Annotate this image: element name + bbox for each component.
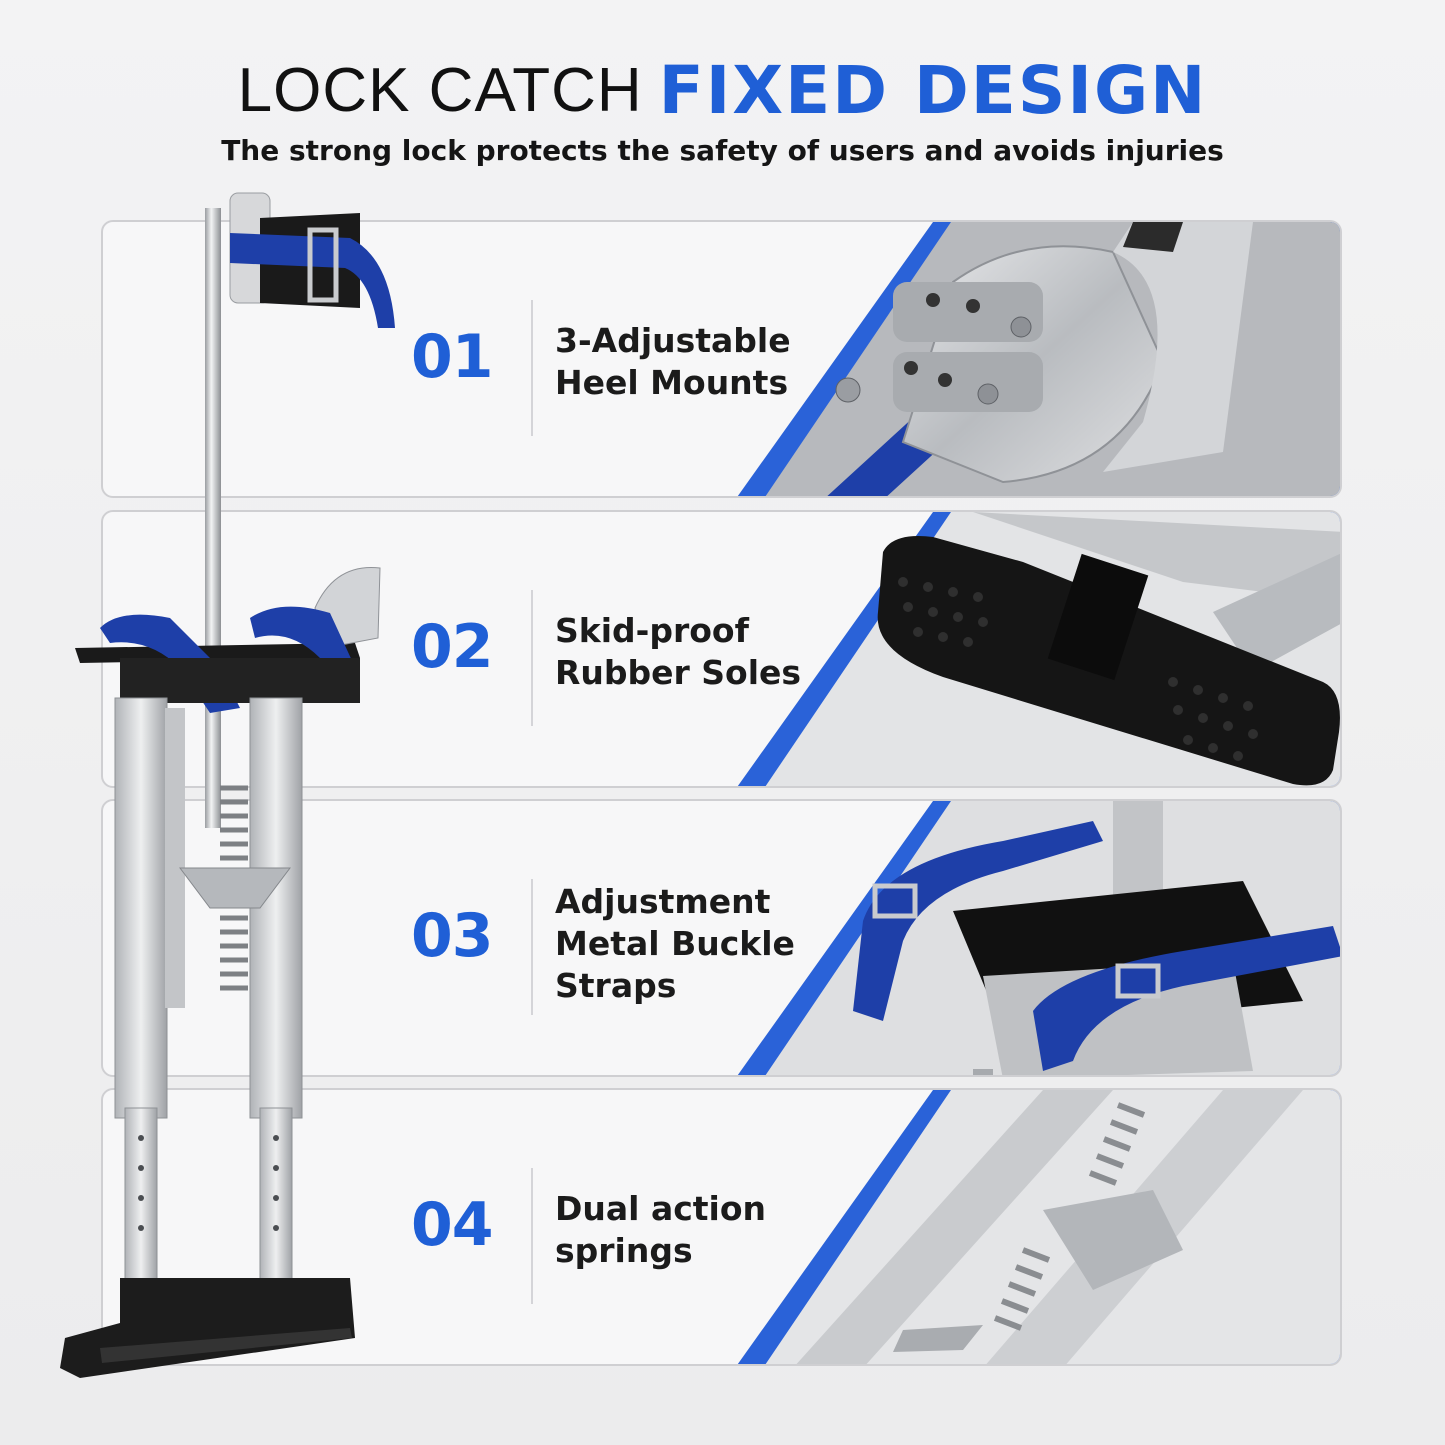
buckle-strap-photo: [737, 801, 1340, 1075]
divider: [531, 879, 533, 1015]
feature-label: Skid-proof Rubber Soles: [555, 611, 802, 692]
feature-number: 02: [411, 612, 494, 682]
headline-part-1: LOCK CATCH: [237, 56, 643, 125]
headline-part-2: FIXED DESIGN: [658, 52, 1208, 129]
heel-mount-photo: [737, 222, 1340, 496]
feature-card-3: 03 Adjustment Metal Buckle Straps: [101, 799, 1342, 1077]
feature-card-1: 01 3-Adjustable Heel Mounts: [101, 220, 1342, 498]
feature-label: Adjustment Metal Buckle Straps: [555, 882, 795, 1005]
drywall-stilt-image: [60, 192, 395, 1378]
divider: [531, 300, 533, 436]
divider: [531, 1168, 533, 1304]
feature-label: Dual action springs: [555, 1189, 767, 1270]
divider: [531, 590, 533, 726]
subtitle: The strong lock protects the safety of u…: [221, 134, 1224, 167]
feature-number: 01: [411, 322, 494, 392]
rubber-sole-photo: [737, 512, 1340, 786]
spring-photo: [737, 1090, 1340, 1364]
feature-number: 03: [411, 901, 494, 971]
feature-label: 3-Adjustable Heel Mounts: [555, 321, 791, 402]
feature-number: 04: [411, 1190, 494, 1260]
